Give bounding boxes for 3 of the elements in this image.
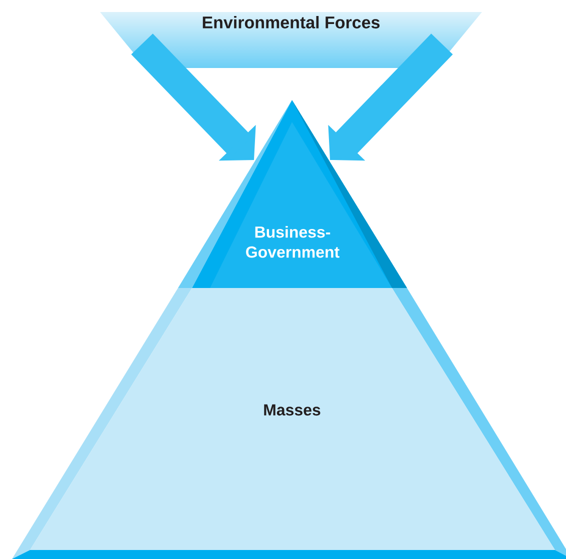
pyramid-base-section: Masses — [12, 288, 566, 559]
banner-arrow: Environmental Forces — [202, 16, 380, 28]
pyramid-top-section: Business-Government — [178, 100, 407, 288]
